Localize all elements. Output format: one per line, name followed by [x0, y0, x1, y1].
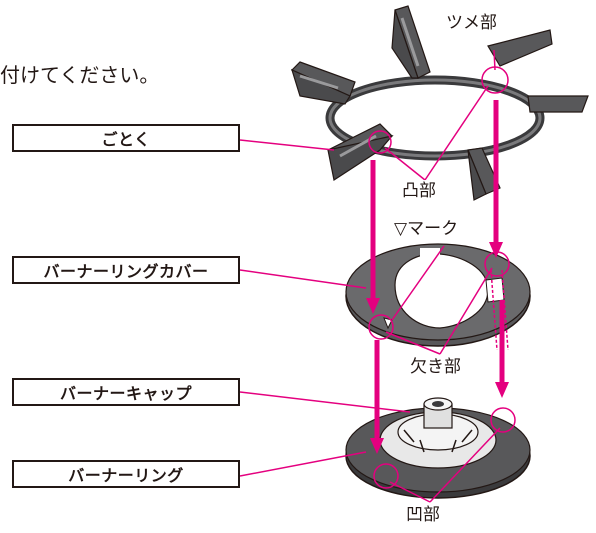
label-gotoku: ごとく [12, 124, 240, 152]
burner-cap-illustration [403, 397, 473, 453]
callout-totsu: 凸部 [400, 180, 438, 202]
label-burner-ring: バーナーリング [12, 460, 240, 488]
callout-ou: 凹部 [404, 504, 442, 526]
callout-tsume: ツメ部 [444, 12, 499, 34]
callout-kaki: 欠き部 [408, 356, 463, 378]
burner-ring-illustration [345, 407, 531, 499]
label-burner-cap: バーナーキャップ [12, 378, 240, 406]
leader-lines [239, 49, 501, 503]
label-burner-ring-cover: バーナーリングカバー [12, 256, 240, 284]
instruction-text: 付けてください。 [0, 63, 160, 87]
gotoku-illustration [290, 5, 589, 201]
callout-v-mark: ▽マーク [392, 218, 461, 240]
assembly-arrows [366, 100, 509, 454]
detail-circles [368, 66, 516, 489]
